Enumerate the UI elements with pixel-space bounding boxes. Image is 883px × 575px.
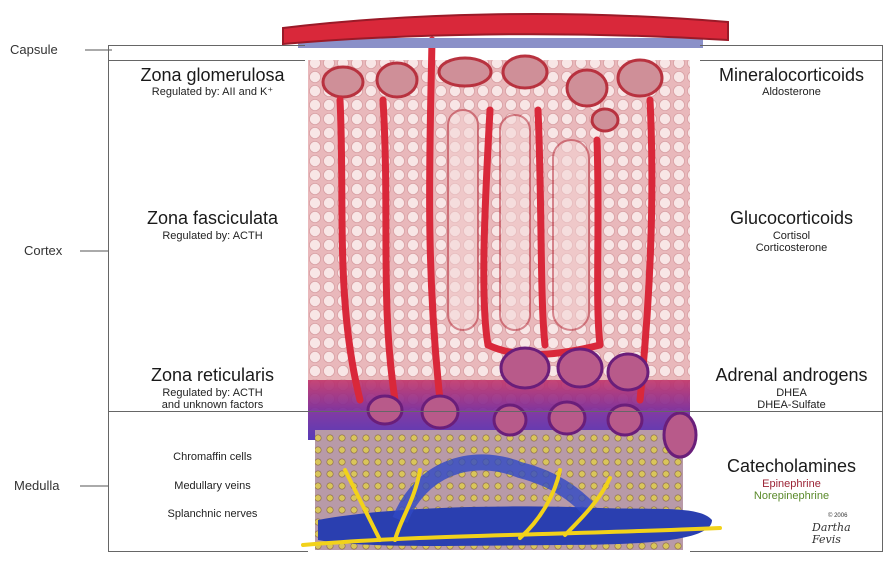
norepinephrine-label: Norepinephrine: [700, 490, 883, 502]
fasciculata-columns: [448, 110, 589, 330]
glucocorticoids-sub1: Cortisol: [700, 230, 883, 242]
frame-glom-top-right: [700, 60, 883, 61]
zona-glomerulosa-title: Zona glomerulosa: [120, 65, 305, 86]
mineralocorticoids-title: Mineralocorticoids: [700, 65, 883, 86]
catecholamines-title: Catecholamines: [700, 456, 883, 477]
zona-reticularis-sub2: and unknown factors: [120, 399, 305, 411]
capsule-label: Capsule: [10, 42, 58, 57]
zona-reticularis-sub1: Regulated by: ACTH: [120, 387, 305, 399]
frame-bottom: [108, 551, 308, 552]
zona-reticularis-title: Zona reticularis: [120, 365, 305, 386]
zona-fasciculata-sub: Regulated by: ACTH: [120, 230, 305, 242]
frame-cortex-medulla: [108, 411, 883, 412]
chromaffin-cells-label: Chromaffin cells: [120, 451, 305, 463]
zona-fasciculata-title: Zona fasciculata: [120, 208, 305, 229]
frame-left: [108, 45, 109, 552]
adrenal-androgens-sub1: DHEA: [700, 387, 883, 399]
frame-bottom-right: [690, 551, 883, 552]
medulla-label: Medulla: [14, 478, 60, 493]
glucocorticoids-title: Glucocorticoids: [700, 208, 883, 229]
frame-top-right: [700, 45, 883, 46]
epinephrine-label: Epinephrine: [700, 478, 883, 490]
splanchnic-nerves-label: Splanchnic nerves: [120, 508, 305, 520]
zona-glomerulosa-sub: Regulated by: AII and K⁺: [120, 86, 305, 98]
medullary-veins-label: Medullary veins: [120, 480, 305, 492]
adrenal-androgens-sub2: DHEA-Sulfate: [700, 399, 883, 411]
mineralocorticoids-sub: Aldosterone: [700, 86, 883, 98]
glucocorticoids-sub2: Corticosterone: [700, 242, 883, 254]
frame-glom-top: [108, 60, 305, 61]
credit-year: © 2006: [828, 513, 847, 519]
adrenal-androgens-title: Adrenal androgens: [700, 365, 883, 386]
frame-top: [108, 45, 305, 46]
cortex-label: Cortex: [24, 243, 62, 258]
artist-signature: Dartha Fevis: [812, 522, 880, 546]
